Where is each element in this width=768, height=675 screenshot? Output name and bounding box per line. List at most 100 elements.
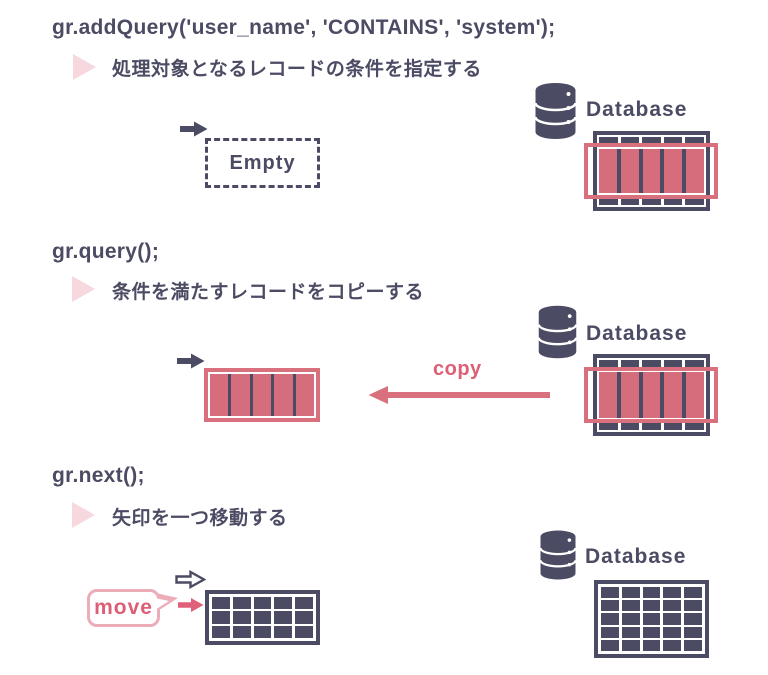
table-cell [295, 597, 313, 610]
table-cell [684, 626, 702, 638]
copy-label: copy [433, 358, 482, 380]
record-pointer-arrow-icon [177, 353, 205, 374]
table-row-matching [599, 372, 704, 418]
table-cell [620, 149, 639, 193]
table-cell [295, 611, 313, 624]
highlight-rect [584, 367, 718, 423]
move-pointer-arrow-icon [178, 597, 204, 618]
table-cell [684, 587, 702, 599]
table-cell [232, 611, 251, 624]
table-cell [274, 611, 293, 624]
table-cell [295, 374, 314, 416]
table-cell [685, 360, 704, 370]
table-cell [663, 626, 682, 638]
table-cell [684, 600, 702, 612]
table-cell [663, 639, 682, 651]
table-cell [274, 625, 293, 638]
table-cell [599, 420, 618, 430]
table-cell [642, 137, 661, 147]
table-cell [642, 195, 661, 205]
table-cell [601, 613, 619, 625]
code-line-query: gr.query(); [52, 240, 160, 263]
database-label: Database [586, 98, 688, 121]
copy-arrow-icon [368, 385, 550, 410]
table-cell [664, 372, 683, 418]
database-icon [531, 82, 580, 145]
database-table [594, 580, 709, 658]
bullet-triangle-icon [72, 502, 95, 528]
table-cell [642, 420, 661, 430]
move-label: move [94, 596, 153, 619]
table-cell [663, 137, 683, 147]
table-cell [295, 625, 313, 638]
table-cell [599, 372, 617, 418]
table-cell [642, 600, 661, 612]
table-cell [210, 374, 229, 416]
table-cell [620, 360, 640, 370]
table-cell [685, 137, 704, 147]
table-cell [212, 625, 230, 638]
copied-records-table [204, 368, 320, 422]
table-row [599, 137, 704, 147]
table-cell [620, 420, 640, 430]
database-icon [535, 304, 580, 365]
table-cell [684, 613, 702, 625]
database-label: Database [585, 545, 687, 568]
code-line-next: gr.next(); [52, 464, 145, 487]
table-cell [599, 137, 618, 147]
table-cell [642, 626, 661, 638]
table-cell [253, 597, 272, 610]
table-cell [663, 420, 683, 430]
table-cell [601, 600, 619, 612]
table-cell [252, 374, 272, 416]
table-cell [253, 625, 272, 638]
table-cell [601, 587, 619, 599]
table-cell [601, 639, 619, 651]
table-row-matching [599, 149, 704, 193]
table-cell [663, 600, 682, 612]
empty-result-box: Empty [205, 138, 320, 188]
code-line-addquery: gr.addQuery('user_name', 'CONTAINS', 'sy… [52, 16, 556, 39]
table-cell [620, 372, 639, 418]
table-cell [686, 372, 704, 418]
description-addquery: 処理対象となるレコードの条件を指定する [112, 59, 482, 80]
table-cell [685, 420, 704, 430]
table-cell [601, 626, 619, 638]
table-cell [621, 600, 640, 612]
record-pointer-arrow-icon [180, 121, 208, 142]
table-cell [212, 597, 230, 610]
bullet-triangle-icon [73, 54, 96, 80]
table-cell [664, 149, 683, 193]
table-cell [621, 639, 640, 651]
table-cell [621, 587, 640, 599]
table-cell [232, 597, 251, 610]
table-cell [642, 372, 661, 418]
table-cell [274, 374, 293, 416]
empty-label: Empty [229, 151, 296, 174]
table-cell [253, 611, 272, 624]
table-cell [663, 195, 683, 205]
table-cell [685, 195, 704, 205]
table-cell [642, 613, 661, 625]
table-cell [599, 195, 618, 205]
table-cell [686, 149, 704, 193]
table-row [599, 420, 704, 430]
table-cell [621, 613, 640, 625]
table-cell [599, 149, 617, 193]
table-cell [599, 360, 618, 370]
table-cell [663, 360, 683, 370]
bullet-triangle-icon [72, 276, 95, 302]
copied-records-table [205, 590, 320, 645]
table-cell [684, 639, 702, 651]
move-bubble-tail-fill [155, 598, 169, 610]
move-bubble: move [87, 589, 160, 627]
table-cell [642, 149, 661, 193]
previous-pointer-outline-arrow-icon [175, 569, 207, 594]
description-next: 矢印を一つ移動する [112, 508, 288, 529]
table-cell [274, 597, 293, 610]
description-query: 条件を満たすレコードをコピーする [112, 282, 425, 303]
table-cell [642, 360, 661, 370]
table-cell [232, 625, 251, 638]
table-cell [663, 613, 682, 625]
table-cell [642, 587, 661, 599]
